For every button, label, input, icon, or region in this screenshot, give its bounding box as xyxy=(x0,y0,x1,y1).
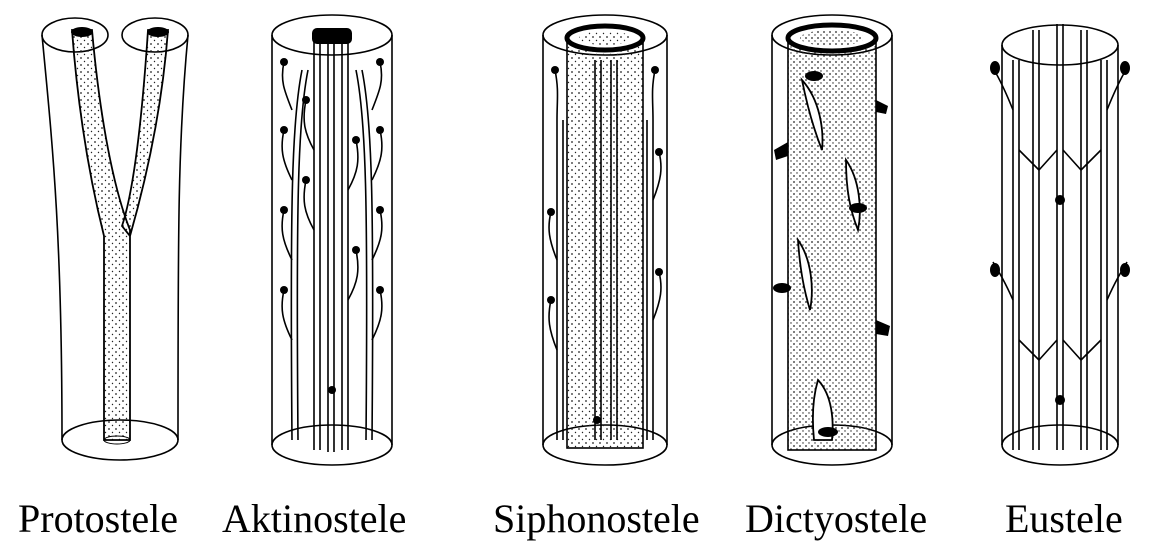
eustele-vascular-bundles xyxy=(992,24,1128,450)
aktinostele-label: Aktinostele xyxy=(222,496,407,541)
siphonostele-vascular-cylinder xyxy=(566,37,644,449)
aktinostele-outer-cortex xyxy=(271,14,393,466)
eustele-outer-cortex xyxy=(1001,24,1119,466)
eustele-label: Eustele xyxy=(1005,496,1123,541)
dictyostele-leaf-gaps xyxy=(796,76,861,441)
eustele-illustration xyxy=(990,24,1130,466)
siphonostele-illustration xyxy=(542,14,668,466)
protostele-illustration xyxy=(41,17,189,461)
protostele-vascular-core xyxy=(71,29,169,441)
aktinostele-illustration xyxy=(271,14,393,466)
siphonostele-label: Siphonostele xyxy=(493,496,700,541)
siphonostele-leaf-traces xyxy=(548,60,662,440)
aktinostele-xylem-strands xyxy=(281,40,383,452)
dictyostele-vascular-cylinder xyxy=(787,37,877,451)
dictyostele-label: Dictyostele xyxy=(745,496,928,541)
dictyostele-illustration xyxy=(771,14,893,466)
protostele-label: Protostele xyxy=(18,496,178,541)
